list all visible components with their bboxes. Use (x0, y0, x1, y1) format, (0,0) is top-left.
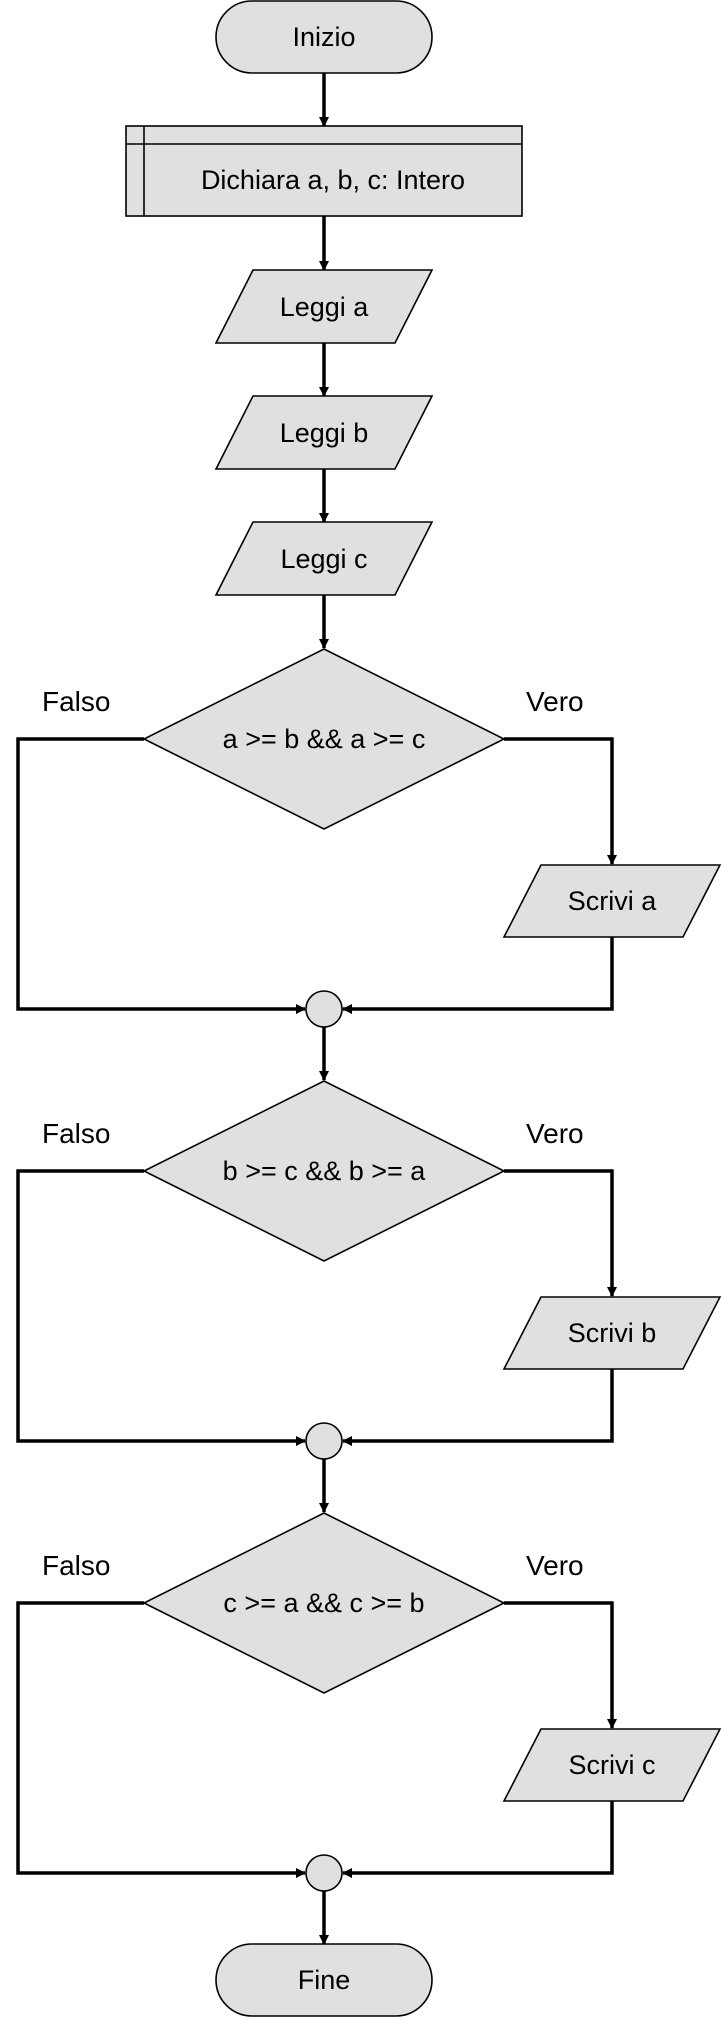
decision-2-false-branch (16, 1169, 306, 1446)
input-read-a: Leggi a (214, 269, 434, 344)
output-write-a: Scrivi a (502, 864, 721, 938)
output-write-b: Scrivi b (502, 1296, 721, 1370)
decision-1-condition: a >= b && a >= c (223, 724, 426, 754)
write-c-label: Scrivi c (569, 1750, 656, 1780)
junction-3 (305, 1854, 343, 1892)
decision-3-true-label: Vero (526, 1550, 584, 1581)
end-label: Fine (298, 1965, 351, 1995)
declaration-label: Dichiara a, b, c: Intero (201, 165, 465, 195)
output-write-c: Scrivi c (502, 1728, 721, 1802)
read-b-label: Leggi b (280, 418, 369, 448)
end-terminal: Fine (215, 1943, 433, 2017)
decision-3-false-label: Falso (42, 1550, 110, 1581)
decision-3-condition: c >= a && c >= b (223, 1588, 424, 1618)
decision-3-false-branch (16, 1601, 306, 1878)
write-b-label: Scrivi b (568, 1318, 657, 1348)
decision-1-true-return (342, 937, 614, 1014)
decision-1: a >= b && a >= c (142, 648, 506, 830)
junction-2 (305, 1422, 343, 1460)
decision-2-true-return (342, 1369, 614, 1446)
write-a-label: Scrivi a (568, 886, 657, 916)
decision-1-true-label: Vero (526, 686, 584, 717)
decision-2: b >= c && b >= a (142, 1080, 506, 1262)
decision-1-true-branch (504, 737, 617, 865)
declaration-box: Dichiara a, b, c: Intero (125, 125, 523, 217)
decision-2-false-label: Falso (42, 1118, 110, 1149)
decision-3: c >= a && c >= b (142, 1512, 506, 1694)
input-read-c: Leggi c (214, 521, 434, 596)
decision-2-true-branch (504, 1169, 617, 1297)
decision-3-true-return (342, 1801, 614, 1878)
decision-1-false-label: Falso (42, 686, 110, 717)
start-label: Inizio (292, 22, 355, 52)
junction-1 (305, 990, 343, 1028)
decision-2-condition: b >= c && b >= a (223, 1156, 427, 1186)
read-c-label: Leggi c (280, 544, 367, 574)
read-a-label: Leggi a (280, 292, 370, 322)
start-terminal: Inizio (215, 0, 433, 74)
decision-3-true-branch (504, 1601, 617, 1729)
decision-2-true-label: Vero (526, 1118, 584, 1149)
input-read-b: Leggi b (214, 395, 434, 470)
decision-1-false-branch (16, 737, 306, 1014)
